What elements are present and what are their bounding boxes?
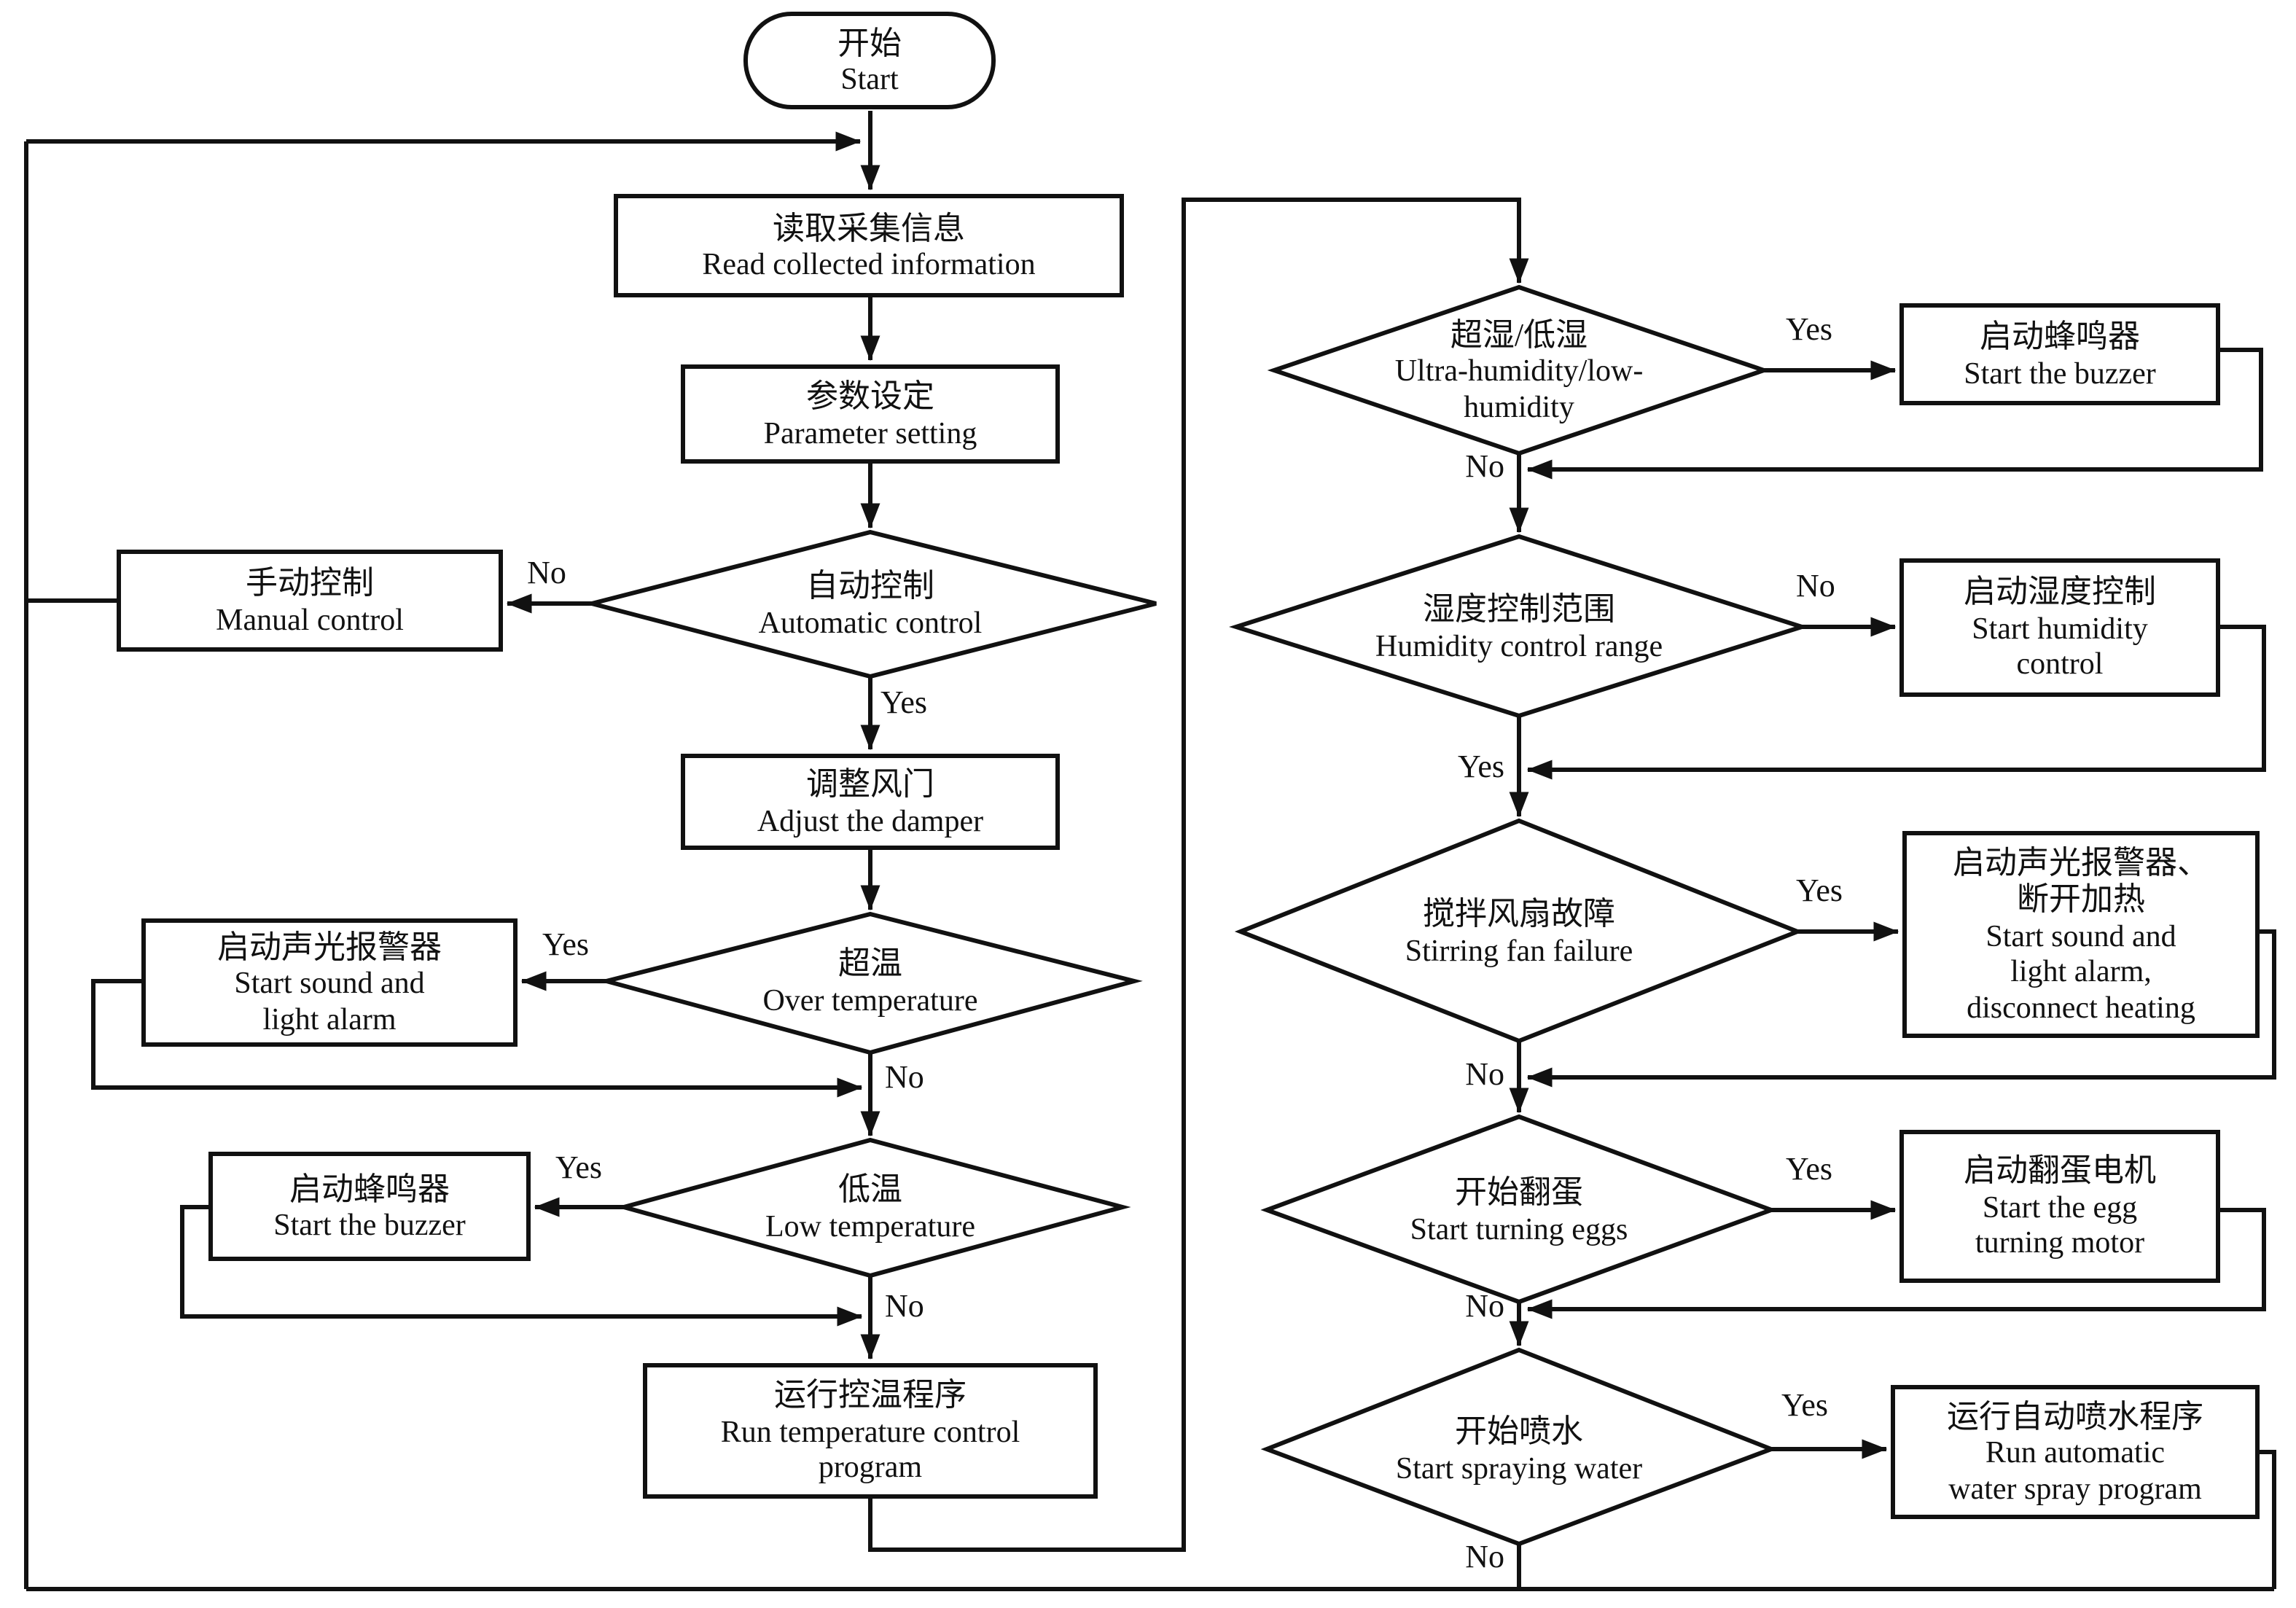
node-read-en: Read collected information [702,246,1036,282]
connector-buzzer2-return [1526,348,2263,480]
node-param-en: Parameter setting [763,415,977,450]
node-alarm-disconnect-heating: 启动声光报警器、 断开加热 Start sound and light alar… [1902,831,2260,1038]
diamond-low-temperature [615,1137,1131,1279]
node-manual-zh: 手动控制 [245,564,374,601]
node-damper-zh: 调整风门 [805,765,934,803]
connector-humidctl-return [1526,625,2266,780]
edge-label-overtemp-no: No [885,1058,924,1095]
connector-eggmotor-return [1526,1208,2266,1319]
node-buzzer1-zh: 启动蜂鸣器 [289,1170,450,1207]
edge-label-egg-yes: Yes [1786,1150,1833,1187]
edge-label-humidrange-no: No [1796,567,1835,604]
node-start: 开始 Start [743,12,996,109]
diamond-start-turning-eggs [1260,1114,1778,1305]
node-read-collected-information: 读取采集信息 Read collected information [614,194,1124,297]
diamond-humidity-control-range [1229,534,1809,719]
node-adjust-damper: 调整风门 Adjust the damper [681,754,1060,850]
connector-alarm2-return [1526,929,2276,1088]
connector-buzzer1-return [180,1205,863,1327]
node-spraybox-en: Run automatic water spray program [1948,1435,2202,1506]
node-alarm1-zh: 启动声光报警器 [216,928,442,965]
node-runtemp-zh: 运行控温程序 [773,1376,967,1413]
connector-runtemp-humid-riser [868,198,1529,1552]
node-humidctl-zh: 启动湿度控制 [1963,573,2156,610]
edge-label-fan-yes: Yes [1796,872,1843,908]
node-start-egg-turning-motor: 启动翻蛋电机 Start the egg turning motor [1899,1130,2220,1283]
edge-label-egg-no: No [1465,1287,1504,1324]
node-buzzer2-en: Start the buzzer [1964,355,2156,391]
diamond-start-spraying-water [1260,1347,1778,1547]
connector-alarm1-return [91,979,863,1098]
edge-label-humid-no: No [1465,448,1504,484]
edge-label-humid-yes: Yes [1786,311,1833,347]
node-parameter-setting: 参数设定 Parameter setting [681,364,1060,464]
diamond-stirring-fan-failure [1234,818,1804,1044]
edge-label-lowtemp-yes: Yes [555,1149,602,1185]
edge-label-auto-yes: Yes [880,684,928,720]
node-start-humidity-control: 启动湿度控制 Start humidity control [1899,558,2220,697]
node-buzzer2-zh: 启动蜂鸣器 [1979,318,2140,355]
diamond-over-temperature [598,911,1143,1055]
edge-label-lowtemp-no: No [885,1287,924,1324]
node-spraybox-zh: 运行自动喷水程序 [1946,1397,2203,1435]
connector-spraybox-bottom [2260,1450,2276,1589]
node-start-zh: 开始 [837,24,902,61]
node-start-sound-light-alarm: 启动声光报警器 Start sound and light alarm [141,918,518,1047]
node-start-buzzer-right: 启动蜂鸣器 Start the buzzer [1899,303,2220,405]
node-damper-en: Adjust the damper [757,803,984,838]
node-manual-en: Manual control [216,601,404,637]
node-run-automatic-water-spray-program: 运行自动喷水程序 Run automatic water spray progr… [1891,1385,2260,1519]
edge-label-spray-no: No [1465,1538,1504,1574]
node-buzzer1-en: Start the buzzer [273,1207,466,1243]
node-humidctl-en: Start humidity control [1972,610,2148,682]
node-eggmotor-en: Start the egg turning motor [1975,1189,2145,1260]
diamond-ultra-low-humidity [1267,284,1771,456]
node-alarm2-en: Start sound and light alarm, disconnect … [1967,918,2195,1025]
diamond-automatic-control [583,529,1157,679]
node-read-zh: 读取采集信息 [772,209,965,246]
node-start-en: Start [840,61,899,97]
node-run-temperature-control-program: 运行控温程序 Run temperature control program [643,1363,1098,1499]
node-param-zh: 参数设定 [805,378,934,415]
edge-label-auto-no: No [527,554,566,590]
node-start-buzzer-left: 启动蜂鸣器 Start the buzzer [208,1152,531,1261]
node-eggmotor-zh: 启动翻蛋电机 [1963,1152,2156,1189]
node-manual-control: 手动控制 Manual control [117,550,503,652]
edge-label-overtemp-yes: Yes [542,926,589,962]
node-alarm2-zh: 启动声光报警器、 断开加热 [1952,843,2209,918]
edge-label-fan-no: No [1465,1055,1504,1092]
edge-label-humidrange-yes: Yes [1457,748,1504,784]
node-alarm1-en: Start sound and light alarm [234,965,425,1037]
edge-label-spray-yes: Yes [1781,1386,1829,1423]
node-runtemp-en: Run temperature control program [720,1413,1020,1485]
